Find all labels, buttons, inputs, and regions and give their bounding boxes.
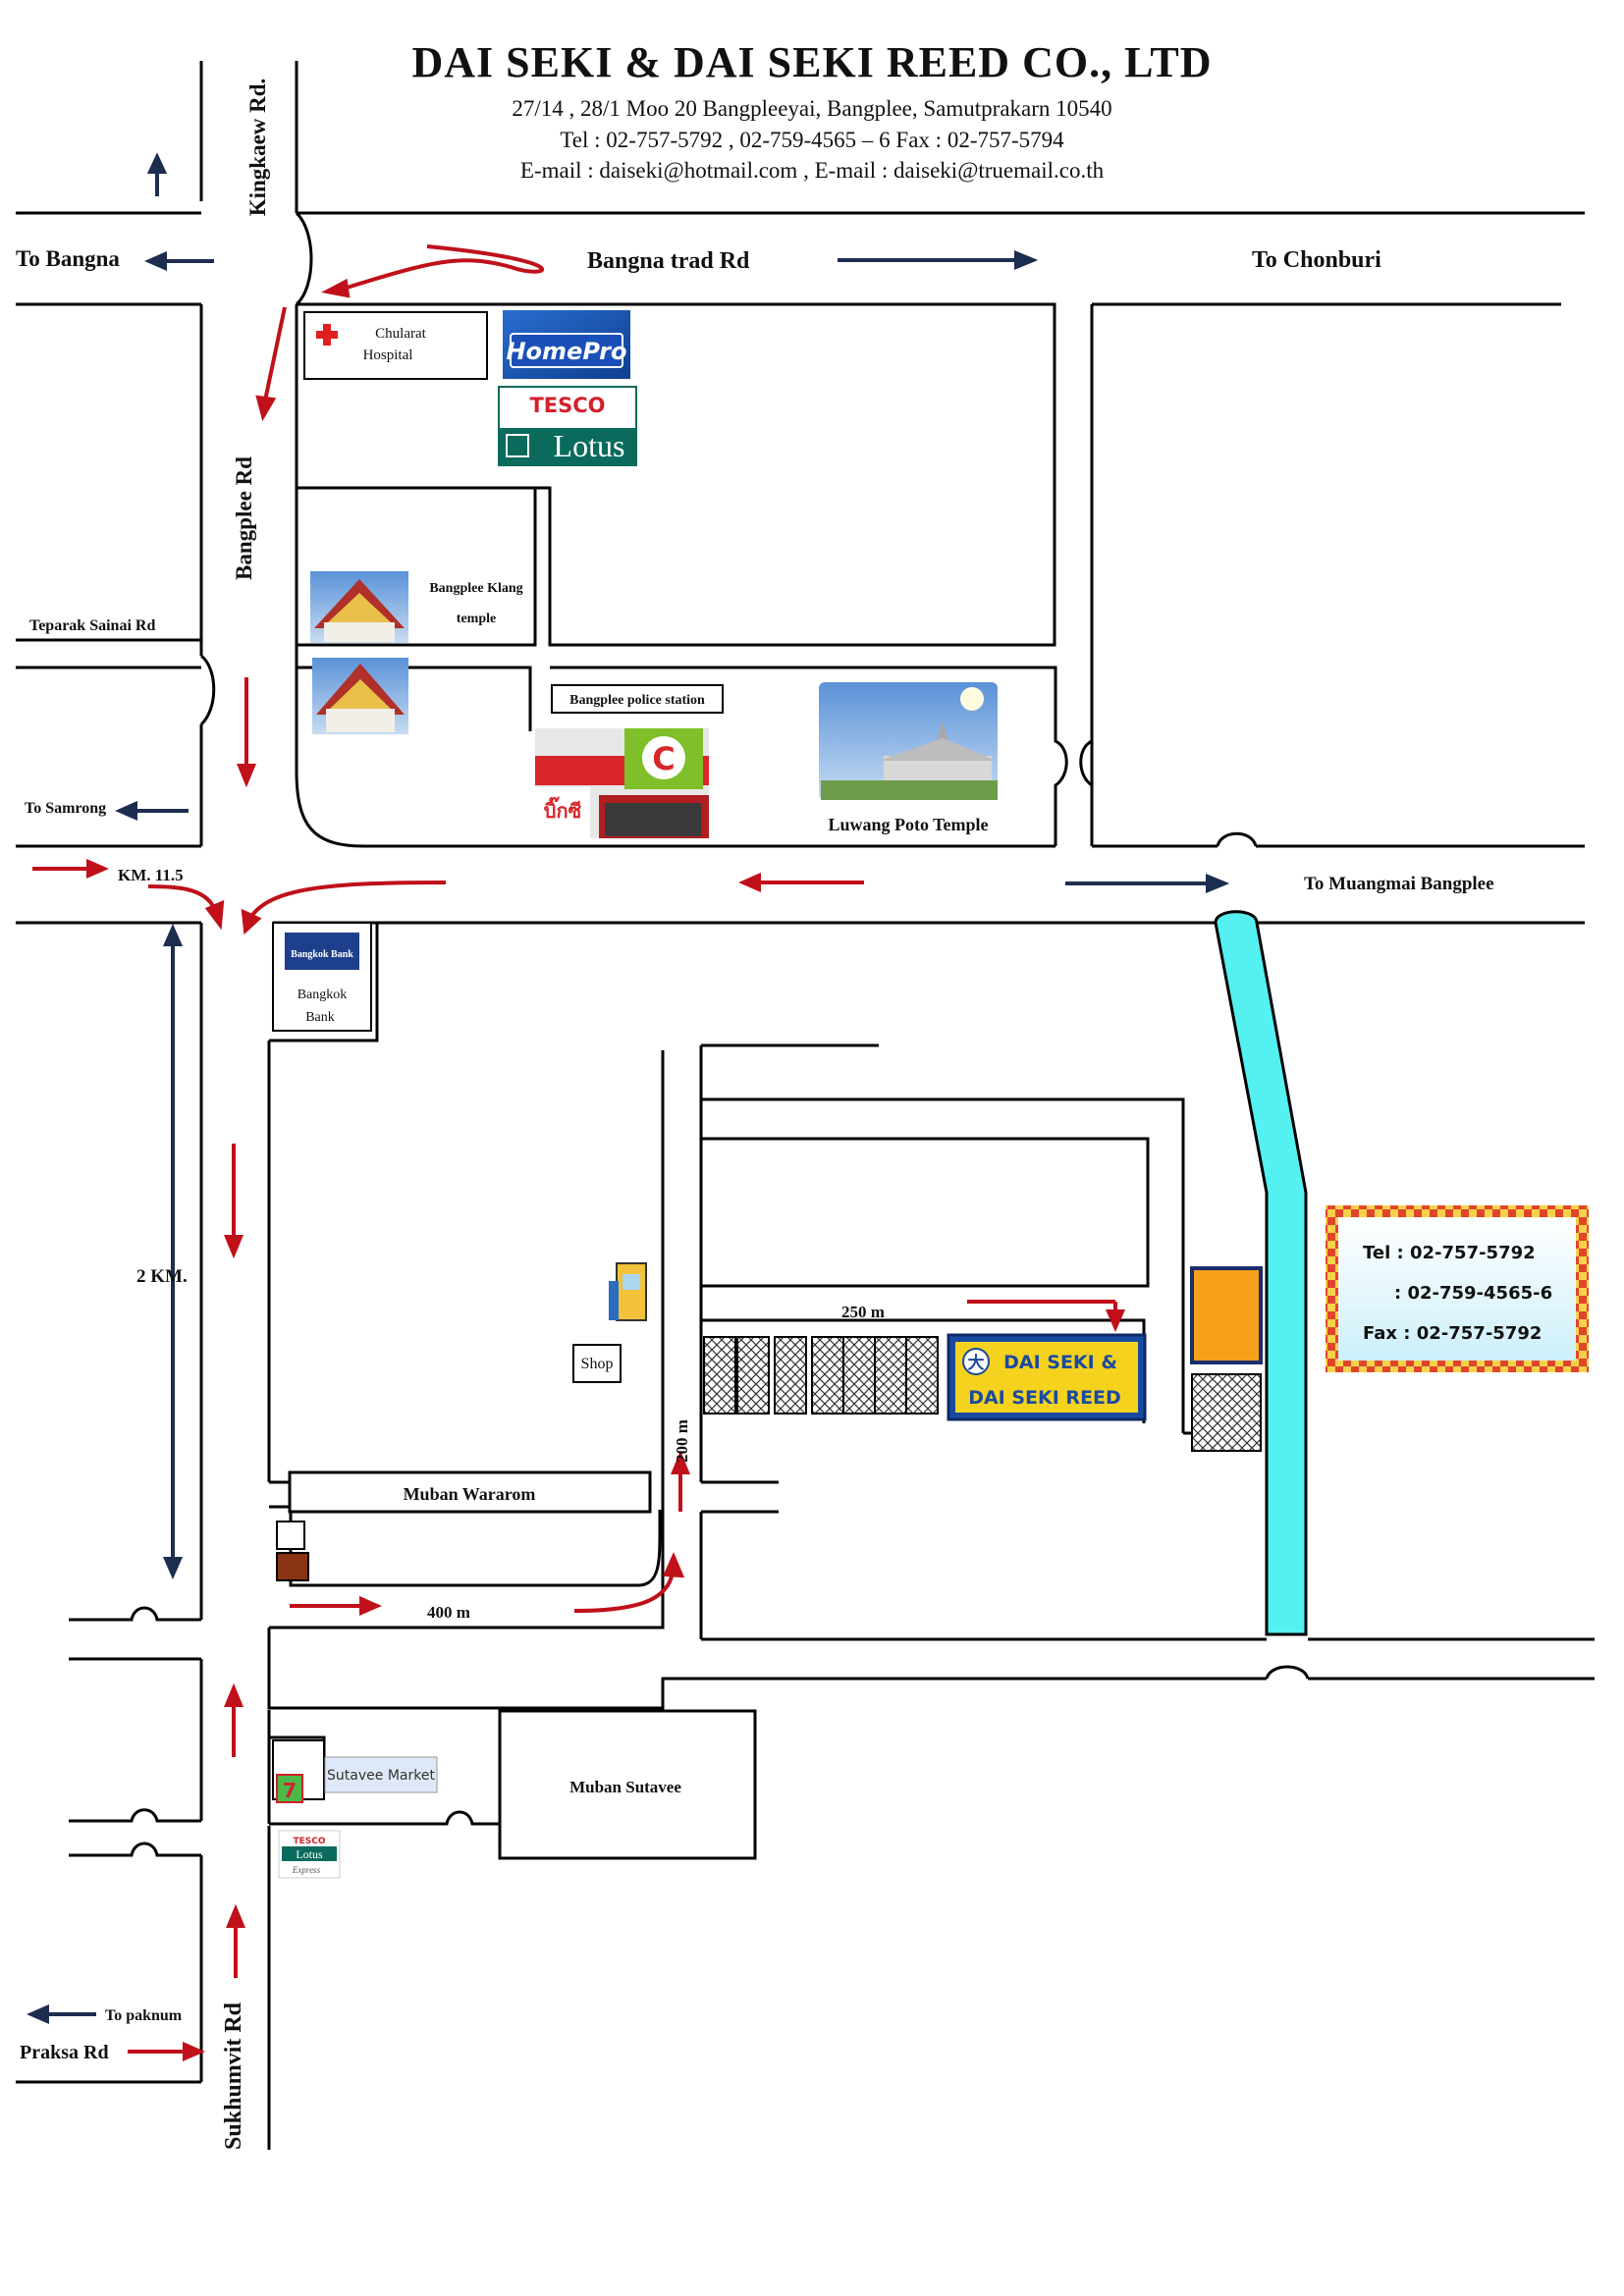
chularat-hospital: Chularat Hospital — [303, 311, 488, 380]
road-lines — [16, 61, 1595, 2150]
km-label: KM. 11.5 — [118, 866, 184, 884]
red-cross-icon — [316, 324, 338, 346]
temple-label-2: temple — [457, 612, 496, 626]
company-address: 27/14 , 28/1 Moo 20 Bangpleeyai, Bangple… — [512, 96, 1112, 121]
dai-seki-logo-mark: 大 — [968, 1353, 985, 1373]
bangkok-bank: Bangkok Bank Bangkok Bank — [272, 922, 372, 1032]
sukhumvit-road-label: Sukhumvit Rd — [221, 2002, 246, 2150]
contact-tel: Tel : 02-757-5792 — [1363, 1243, 1536, 1263]
police-station-label: Bangplee police station — [569, 693, 705, 708]
to-chonburi-label: To Chonburi — [1252, 247, 1381, 273]
two-km-label: 2 KM. — [136, 1266, 188, 1287]
teparak-road-label: Teparak Sainai Rd — [29, 617, 155, 634]
bigc-thai-text: บิ๊กซี — [544, 796, 582, 823]
dai-seki-label-2: DAI SEKI REED — [968, 1387, 1121, 1409]
sutavee-market-label: Sutavee Market — [327, 1768, 435, 1784]
vending-machine-icon — [609, 1262, 647, 1321]
tesco-lotus-logo: TESCO Lotus — [498, 386, 637, 466]
muban-sutavee-label: Muban Sutavee — [569, 1778, 681, 1796]
distance-250m: 250 m — [841, 1303, 885, 1321]
house-icon — [276, 1521, 305, 1550]
contact-tel-2: : 02-759-4565-6 — [1394, 1283, 1552, 1304]
tesco-lotus-express-logo: TESCO Lotus Express — [278, 1830, 341, 1879]
express-text: Express — [292, 1865, 321, 1875]
distance-400m: 400 m — [427, 1603, 470, 1622]
orange-building — [1190, 1266, 1263, 1364]
lotus-text: Lotus — [554, 428, 625, 463]
distance-200m: 200 m — [673, 1419, 691, 1463]
homepro-logo: HomePro — [503, 310, 630, 379]
tesco-small-text: TESCO — [293, 1837, 325, 1846]
red-arrows — [32, 244, 1126, 2062]
bigc-logo-letter: C — [652, 740, 675, 777]
seven-eleven-logo: 7 — [283, 1779, 297, 1802]
muban-wararom-label: Muban Wararom — [404, 1484, 536, 1504]
temple-icon — [310, 571, 408, 643]
praksa-road-label: Praksa Rd — [20, 2042, 109, 2063]
navy-arrows — [27, 152, 1230, 2025]
to-samrong-label: To Samrong — [25, 800, 106, 817]
dai-seki-logo-icon — [962, 1348, 990, 1375]
temple-label-1: Bangplee Klang — [429, 581, 522, 596]
house-icon — [276, 1552, 309, 1581]
city-blocks — [269, 302, 1561, 1860]
bigc-store: C บิ๊กซี — [535, 728, 709, 838]
luwang-poto-temple-photo — [819, 682, 998, 800]
to-muangmai-label: To Muangmai Bangplee — [1304, 874, 1494, 894]
hatched-buildings — [703, 1336, 1262, 1452]
dai-seki-label-1: DAI SEKI & — [1003, 1352, 1117, 1373]
police-station: Bangplee police station — [551, 684, 724, 714]
bank-label-1: Bangkok — [298, 988, 348, 1002]
contact-box: Tel : 02-757-5792 : 02-759-4565-6 Fax : … — [1326, 1205, 1589, 1372]
lotus-small-text: Lotus — [296, 1847, 323, 1861]
company-phone: Tel : 02-757-5792 , 02-759-4565 – 6 Fax … — [560, 128, 1064, 152]
bangkok-bank-logo-text: Bangkok Bank — [291, 949, 353, 960]
homepro-text: HomePro — [506, 338, 626, 365]
contact-fax: Fax : 02-757-5792 — [1363, 1323, 1542, 1344]
bank-label-2: Bank — [305, 1010, 335, 1025]
hospital-label-2: Hospital — [363, 347, 413, 363]
luwang-temple-label: Luwang Poto Temple — [828, 815, 988, 834]
canal — [1214, 910, 1308, 1636]
to-bangna-label: To Bangna — [16, 246, 120, 271]
company-title: DAI SEKI & DAI SEKI REED CO., LTD — [411, 38, 1213, 86]
bangna-trad-road-label: Bangna trad Rd — [587, 248, 750, 274]
tesco-text: TESCO — [529, 394, 605, 417]
shop-label: Shop — [581, 1356, 614, 1372]
to-paknum-label: To paknum — [105, 2007, 183, 2024]
temple-icon — [312, 658, 408, 734]
shop: Shop — [572, 1262, 647, 1383]
lotus-icon — [506, 434, 529, 457]
hospital-label-1: Chularat — [375, 326, 426, 342]
sutavee-market: 7 Sutavee Market — [272, 1739, 438, 1803]
dai-seki-company-sign: 大 DAI SEKI & DAI SEKI REED — [947, 1333, 1147, 1421]
kingkaew-road-label: Kingkaew Rd. — [245, 79, 270, 217]
company-email: E-mail : daiseki@hotmail.com , E-mail : … — [519, 158, 1105, 183]
bangplee-road-label: Bangplee Rd — [232, 456, 256, 580]
